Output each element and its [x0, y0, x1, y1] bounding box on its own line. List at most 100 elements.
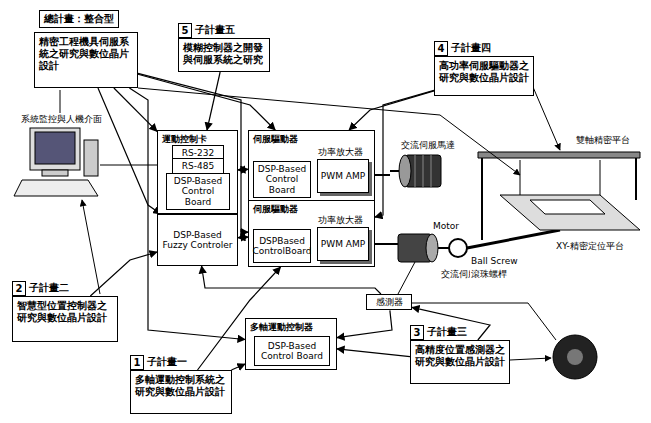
process-box: 感測器	[366, 294, 412, 310]
power-wire	[375, 243, 398, 245]
process-box: DSP-Based Control Board	[166, 173, 230, 210]
part-label: 交流伺服馬達	[400, 139, 456, 152]
callout-box: 4子計畫四高功率伺服驅動器之研究與數位晶片設計	[434, 56, 534, 96]
table-leg	[635, 158, 637, 200]
process-box: RS-485	[172, 158, 224, 174]
part-label: 滾珠螺桿	[470, 268, 508, 281]
box-label: RS-485	[182, 161, 214, 171]
encoder-hub	[567, 349, 583, 365]
connector-arrow	[349, 91, 434, 130]
box-label: DSP-Based Control Board	[169, 176, 227, 207]
callout-heading: 子計畫五	[195, 23, 235, 37]
component-label: PWM AMP	[321, 171, 365, 181]
leader-arrow	[82, 200, 100, 294]
leader-arrow	[510, 358, 551, 360]
coupling	[449, 239, 467, 257]
callout-heading: 子計畫三	[427, 325, 467, 339]
part-label: 雙軸精密平台	[575, 134, 631, 147]
group-heading: 多軸運動控制器	[250, 321, 313, 334]
computer-tower	[84, 140, 98, 176]
callout-heading: 總計畫：整合型	[39, 10, 119, 28]
monitor-base	[42, 170, 68, 176]
group-box: 伺服驅動器DSP-Based Control Board功率放大器PWM AMP	[248, 130, 375, 202]
connector-arrow	[90, 252, 157, 296]
motor-face	[426, 234, 438, 262]
process-box: DSPBased ControlBoard	[253, 229, 311, 263]
callout-box: 2子計畫二智慧型位置控制器之研究與數位晶片設計	[12, 296, 118, 342]
process-box: DSP-Based Fuzzy Controler	[157, 214, 238, 266]
connector-arrow	[238, 237, 248, 239]
amplifier-box: 功率放大器PWM AMP	[317, 159, 369, 193]
callout-text: 高功率伺服驅動器之研究與數位晶片設計	[435, 57, 533, 87]
box-label: DSP-Based Fuzzy Controler	[160, 230, 235, 251]
connector-arrow	[202, 266, 381, 294]
component-label: PWM AMP	[321, 239, 365, 249]
table-rail	[520, 160, 521, 200]
callout-number: 3	[410, 325, 424, 340]
component-heading: 功率放大器	[318, 147, 363, 157]
motor-fins	[415, 155, 431, 187]
callout-number: 5	[178, 23, 192, 38]
part-label: XY-精密定位平台	[555, 240, 625, 253]
callout-box: 3子計畫三高精度位置感測器之研究與數位晶片設計	[410, 340, 510, 384]
connector-arrow	[375, 90, 434, 217]
group-box: 運動控制卡RS-232RS-485DSP-Based Control Board	[157, 130, 238, 214]
motor-face	[399, 155, 411, 187]
callout-box: 5子計畫五模糊控制器之開發與伺服系統之研究	[178, 38, 270, 72]
connector-arrow	[138, 74, 275, 130]
callout-number: 4	[434, 41, 448, 56]
monitor-screen	[35, 132, 75, 164]
callout-box: 總計畫：整合型精密工程機具伺服系統之研究與數位晶片設計	[34, 32, 138, 88]
box-label: 感測器	[376, 297, 403, 307]
connector-arrow	[114, 88, 157, 131]
box-label: RS-232	[182, 148, 214, 158]
box-label: DSP-Based Control Board	[257, 341, 327, 362]
signal-wire	[398, 262, 415, 294]
leader-arrow	[530, 80, 560, 150]
box-label: DSP-Based Control Board	[256, 164, 308, 195]
box-label: DSPBased ControlBoard	[253, 236, 312, 257]
connector-arrow	[138, 73, 248, 232]
table-carriage	[530, 200, 605, 214]
process-box: DSP-Based Control Board	[254, 336, 330, 366]
table-frame	[478, 152, 640, 158]
connector-arrow	[207, 72, 220, 130]
connector-arrow	[231, 364, 245, 370]
table-rail	[600, 160, 601, 200]
callout-heading: 子計畫二	[29, 281, 69, 295]
group-heading: 伺服驅動器	[253, 133, 298, 146]
connector-arrow	[337, 310, 392, 337]
encoder	[553, 335, 597, 379]
connector-arrow	[98, 88, 161, 214]
monitor	[30, 128, 80, 170]
part-label: Ball Screw	[470, 256, 519, 266]
part-label: 系統監控與人機介面	[20, 113, 103, 126]
part-label: Motor	[432, 221, 460, 231]
group-heading: 伺服驅動器	[253, 203, 298, 216]
amplifier-box: 功率放大器PWM AMP	[317, 227, 369, 261]
table-leg	[481, 158, 483, 240]
process-box: DSP-Based Control Board	[253, 161, 311, 198]
table-plate	[500, 195, 640, 230]
keyboard	[14, 180, 98, 196]
ball-screw	[467, 230, 560, 248]
callout-number: 1	[130, 355, 144, 370]
callout-text: 精密工程機具伺服系統之研究與數位晶片設計	[35, 33, 137, 75]
callout-heading: 子計畫四	[451, 41, 491, 55]
callout-text: 高精度位置感測器之研究與數位晶片設計	[411, 341, 509, 371]
group-box: 伺服驅動器DSPBased ControlBoard功率放大器PWM AMP	[248, 200, 375, 267]
component-heading: 功率放大器	[318, 215, 363, 225]
signal-wire	[412, 303, 556, 340]
connector-arrow	[337, 349, 410, 357]
callout-text: 智慧型位置控制器之研究與數位晶片設計	[13, 297, 117, 327]
callout-heading: 子計畫一	[147, 355, 187, 369]
callout-text: 多軸運動控制系統之研究與數位晶片設計	[131, 371, 231, 401]
callout-text: 模糊控制器之開發與伺服系統之研究	[179, 39, 269, 69]
connector-arrow	[238, 169, 248, 171]
callout-box: 1子計畫一多軸運動控制系統之研究與數位晶片設計	[130, 370, 232, 414]
connector-arrow	[129, 88, 245, 339]
callout-number: 2	[12, 281, 26, 296]
